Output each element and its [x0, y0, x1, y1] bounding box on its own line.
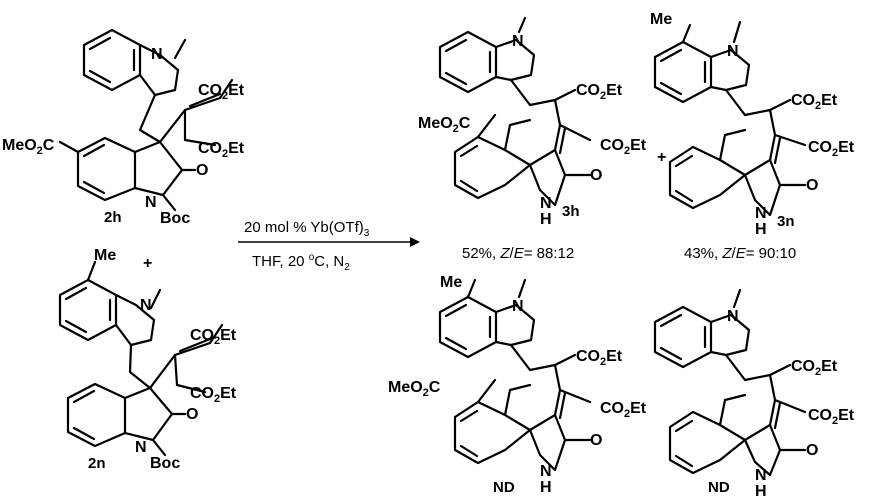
- structure-3h: [438, 16, 592, 207]
- co2et-3n-a: CO2Et: [791, 92, 838, 112]
- boc-2h: Boc: [160, 210, 190, 227]
- label-3h: 3h: [562, 203, 580, 220]
- structure-2h: [58, 28, 234, 212]
- label-nd-1: ND: [493, 479, 515, 496]
- result-3n: 43%, Z/E= 90:10: [684, 245, 796, 262]
- n-boc-2h: N: [145, 194, 157, 211]
- plus-products: +: [657, 149, 666, 166]
- me-nd-1: Me: [440, 274, 462, 291]
- structure-2n: [58, 260, 224, 457]
- structure-nd-1: [438, 278, 592, 472]
- co2et-3h-a: CO2Et: [576, 82, 623, 102]
- boc-2n: Boc: [150, 455, 180, 472]
- h-3n: H: [755, 221, 767, 238]
- co2et-3h-b: CO2Et: [600, 137, 647, 157]
- co2et-nd-2-a: CO2Et: [791, 358, 838, 378]
- o-nd-1: O: [590, 432, 602, 449]
- co2et-2n-b: CO2Et: [190, 385, 237, 405]
- n-3n: N: [727, 43, 739, 60]
- n-boc-2n: N: [135, 439, 147, 456]
- n-nd-1-oxindole: N: [540, 463, 552, 480]
- n-nd-2-oxindole: N: [755, 467, 767, 484]
- co2et-nd-1-a: CO2Et: [576, 348, 623, 368]
- n-3h: N: [512, 33, 524, 50]
- o-2n: O: [186, 406, 198, 423]
- label-3n: 3n: [777, 213, 795, 230]
- n-3n-oxindole: N: [755, 205, 767, 222]
- me-3n: Me: [650, 11, 672, 28]
- label-2h: 2h: [104, 209, 122, 226]
- co2et-2h-b: CO2Et: [198, 140, 245, 160]
- n-nd-1: N: [512, 298, 524, 315]
- co2et-3n-b: CO2Et: [808, 139, 855, 159]
- o-3n: O: [806, 177, 818, 194]
- n-2h: N: [151, 46, 163, 63]
- arrow-head: [410, 237, 420, 247]
- structure-nd-2: [653, 288, 807, 477]
- structure-3n: [653, 20, 807, 217]
- o-2h: O: [196, 162, 208, 179]
- meo2c-nd-1: MeO2C: [388, 379, 441, 399]
- h-nd-1: H: [540, 479, 552, 496]
- co2et-nd-1-b: CO2Et: [600, 400, 647, 420]
- co2et-2h-a: CO2Et: [198, 82, 245, 102]
- label-2n: 2n: [88, 455, 106, 472]
- co2et-nd-2-b: CO2Et: [808, 407, 855, 427]
- n-2n: N: [140, 297, 152, 314]
- n-3h-oxindole: N: [540, 195, 552, 212]
- n-nd-2: N: [727, 308, 739, 325]
- me-2n: Me: [94, 247, 116, 264]
- h-3h: H: [540, 211, 552, 228]
- o-3h: O: [590, 167, 602, 184]
- meo2c-2h: MeO2C: [2, 137, 55, 157]
- co2et-2n-a: CO2Et: [190, 327, 237, 347]
- meo2c-3h: MeO2C: [418, 115, 471, 135]
- catalyst-text: 20 mol % Yb(OTf)3: [244, 219, 370, 239]
- solvent-text: THF, 20 oC, N2: [252, 252, 350, 273]
- plus-reactants: +: [143, 255, 152, 272]
- h-nd-2: H: [755, 483, 767, 500]
- result-3h: 52%, Z/E= 88:12: [462, 245, 574, 262]
- o-nd-2: O: [806, 442, 818, 459]
- label-nd-2: ND: [708, 479, 730, 496]
